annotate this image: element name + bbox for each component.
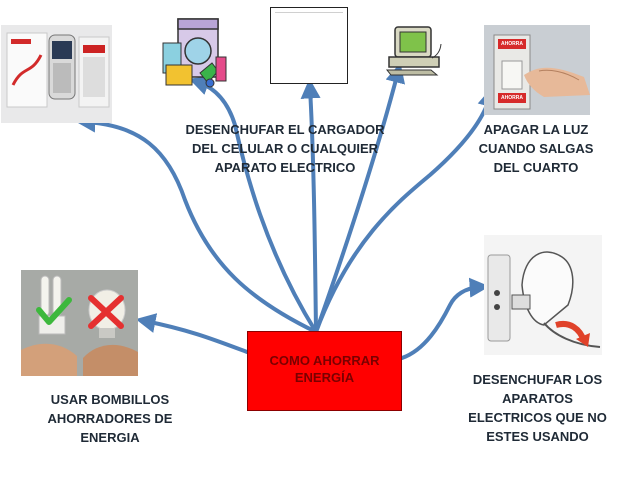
arrow-to-washer <box>188 76 318 334</box>
unplug-label: DESENCHUFAR LOS APARATOS ELECTRICOS QUE … <box>468 372 607 444</box>
arrow-to-bulbs <box>135 313 249 354</box>
lights-label: APAGAR LA LUZ CUANDO SALGAS DEL CUARTO <box>478 122 594 175</box>
arrow-to-unplug <box>400 277 490 360</box>
unplug-image <box>484 235 602 355</box>
arrow-to-computer <box>314 62 406 334</box>
washing-machine-image <box>160 13 230 93</box>
phone-box-image <box>1 25 112 123</box>
arrow-to-light-switch <box>314 86 498 334</box>
switch-sign-top: AHORRA <box>501 41 523 47</box>
arrow-to-blank <box>300 78 321 334</box>
light-switch-image: AHORRA AHORRA <box>484 25 590 115</box>
center-node-text: COMO AHORRAR ENERGÍA <box>269 353 380 385</box>
arrow-to-phone <box>75 112 318 334</box>
center-node: COMO AHORRAR ENERGÍA <box>247 331 402 411</box>
charger-label: DESENCHUFAR EL CARGADOR DEL CELULAR O CU… <box>185 122 385 175</box>
bulbs-image <box>21 270 138 376</box>
bulbs-label: USAR BOMBILLOS AHORRADORES DE ENERGIA <box>47 392 173 445</box>
switch-sign-bottom: AHORRA <box>501 95 523 101</box>
frame-top-strip <box>275 12 343 13</box>
blank-image-frame <box>270 7 348 84</box>
computer-image <box>385 24 443 76</box>
